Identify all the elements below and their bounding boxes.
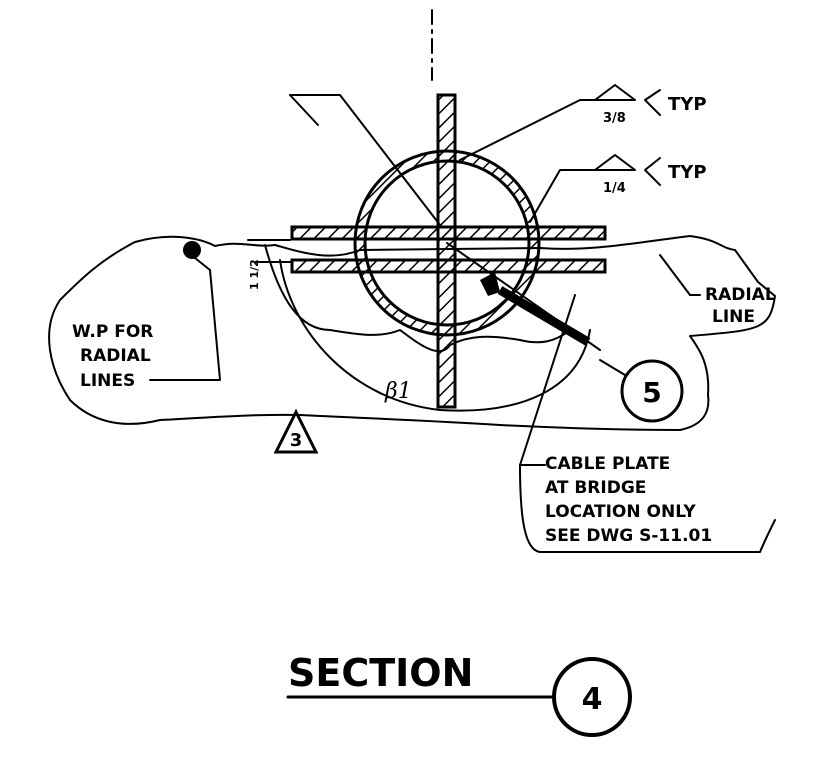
weld-symbol-1 [594,84,636,101]
label-cable-2: AT BRIDGE [545,478,646,498]
vertical-plate [436,93,457,409]
weld-typ-1: TYP [668,94,707,115]
weld-typ-2: TYP [668,162,707,183]
wp-leader [149,257,221,381]
diagonal-leader [289,94,441,226]
weld-symbol-2 [594,154,636,171]
weld-leader-2 [529,169,616,223]
cable-plate-mark [480,272,500,296]
inner-break-line [264,244,571,353]
horizontal-plate-bottom [290,258,607,274]
cable-plate [497,286,591,346]
label-cable-4: SEE DWG S-11.01 [545,526,712,546]
cable-note-border [519,464,776,553]
label-wp-2: RADIAL [80,346,151,366]
weld-leader-1 [459,99,616,161]
weld-tail-2 [644,157,661,186]
revision-triangle [273,408,319,454]
section-number-circle [552,657,632,737]
weld-size-1: 3/8 [603,111,626,126]
section-title: SECTION [288,651,473,695]
section-number: 4 [582,682,603,717]
beta-arc [279,259,591,412]
weld-size-2: 1/4 [603,181,626,196]
wp-marker [183,241,201,259]
callout-5-leader [599,359,626,376]
leader-tick [289,94,319,126]
revision-triangle-text: 3 [290,430,303,451]
label-radial-1: RADIAL [705,285,776,305]
weld-tail-1 [644,89,661,116]
break-outline [48,235,776,431]
radial-leader [659,254,691,296]
callout-5-circle [620,359,684,423]
label-cable-1: CABLE PLATE [545,454,670,474]
label-cable-3: LOCATION ONLY [545,502,696,522]
beta-label: β1 [384,379,412,404]
horizontal-plate-top [290,225,607,241]
label-radial-2: LINE [712,307,755,327]
label-wp-3: LINES [80,371,135,391]
dim-small: 1 1/2 [248,259,261,290]
label-wp-1: W.P FOR [72,322,153,342]
callout-5-text: 5 [642,376,661,409]
